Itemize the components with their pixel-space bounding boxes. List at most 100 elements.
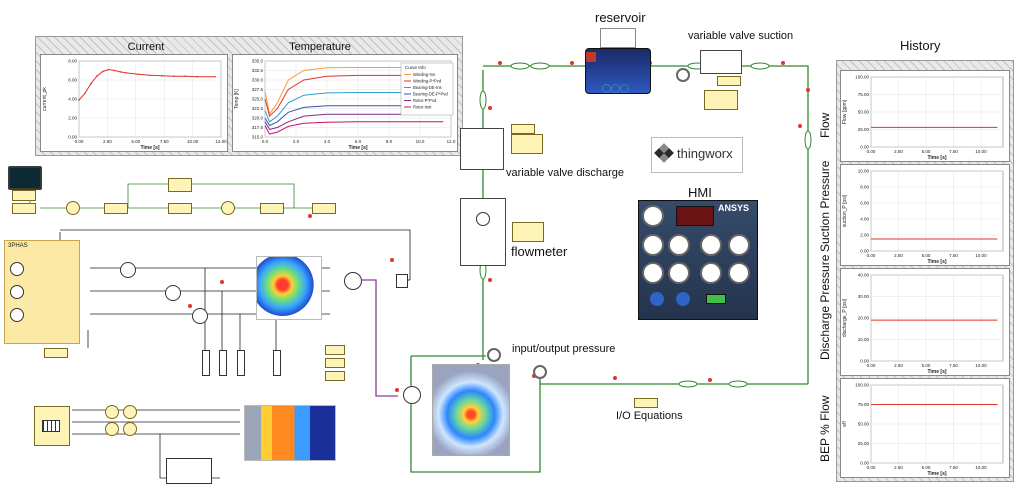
discharge-table-block[interactable]	[511, 134, 543, 154]
x-tick-label: 7.50	[949, 363, 958, 368]
source-equation-block[interactable]	[44, 348, 68, 358]
sum-node-5[interactable]	[105, 422, 119, 436]
average-block-3[interactable]	[325, 371, 345, 381]
y-tick-label: 0.00	[68, 135, 77, 140]
gain-block-3[interactable]	[260, 203, 284, 214]
average-block-2[interactable]	[325, 358, 345, 368]
hmi-fan-icon-1	[650, 292, 664, 306]
x-axis-label: Time [s]	[140, 145, 159, 151]
flowmeter-table-block[interactable]	[512, 222, 544, 242]
torque-sensor[interactable]	[344, 272, 362, 290]
sum-node-3[interactable]	[105, 405, 119, 419]
flowmeter-box[interactable]	[460, 198, 506, 266]
hmi-gauge-3[interactable]	[668, 234, 690, 256]
current-sensor-1[interactable]	[120, 262, 136, 278]
hmi-gauge-6[interactable]	[642, 262, 664, 284]
signal-block-1[interactable]	[12, 203, 36, 214]
variable-valve-discharge-label: variable valve discharge	[506, 167, 625, 179]
y-tick-label: 322.5	[252, 106, 264, 111]
sum-node-4[interactable]	[123, 405, 137, 419]
hmi-gauge-1[interactable]	[642, 205, 664, 227]
sum-node-6[interactable]	[123, 422, 137, 436]
x-tick-label: 2.50	[894, 253, 903, 258]
resistor-4	[273, 350, 281, 376]
x-tick-label: 2.50	[894, 149, 903, 154]
hmi-gauge-7[interactable]	[668, 262, 690, 284]
io-equations-label: I/O Equations	[616, 410, 683, 422]
sum-node-2[interactable]	[221, 201, 235, 215]
discharge-valve-box[interactable]	[460, 128, 504, 170]
suction-table-block[interactable]	[704, 90, 738, 110]
gain-block-1[interactable]	[104, 203, 128, 214]
data-point	[101, 70, 104, 73]
phase-c-source[interactable]	[10, 308, 24, 322]
limit-block[interactable]	[168, 178, 192, 192]
y-tick-label: 317.5	[252, 125, 264, 130]
temperature-chart-svg: 315.0317.5320.0322.5325.0327.5330.0332.5…	[234, 59, 456, 152]
x-tick-label: 2.50	[894, 363, 903, 368]
data-point	[119, 71, 122, 73]
pump-symbol[interactable]	[403, 386, 421, 404]
suction-valve-box[interactable]	[700, 50, 742, 74]
outlet-pressure-gauge[interactable]	[533, 365, 547, 379]
gain-block-2[interactable]	[168, 203, 192, 214]
current-sensor-3[interactable]	[192, 308, 208, 324]
inlet-pressure-gauge[interactable]	[487, 348, 501, 362]
current-sensor-2[interactable]	[165, 285, 181, 301]
signal-block-2[interactable]	[12, 190, 36, 201]
monitor-icon[interactable]	[8, 166, 42, 190]
hmi-gauge-9[interactable]	[728, 262, 750, 284]
x-tick-label: 10.00	[975, 149, 987, 154]
phase-a-source[interactable]	[10, 262, 24, 276]
x-tick-label: 6.0	[355, 139, 362, 144]
x-tick-label: 4.0	[324, 139, 331, 144]
suction-gauge[interactable]	[676, 68, 690, 82]
three-phase-label: 3PHAS	[8, 243, 28, 249]
y-tick-label: 100.00	[855, 75, 869, 80]
motor-cfd-image[interactable]	[244, 405, 336, 461]
ansys-logo: ANSYS	[718, 203, 750, 213]
hmi-alarm-panel	[676, 206, 714, 226]
pump-impeller-image[interactable]	[432, 364, 510, 456]
x-tick-label: 2.50	[103, 139, 112, 144]
hmi-gauge-2[interactable]	[642, 234, 664, 256]
hmi-label: HMI	[688, 185, 712, 200]
data-point	[161, 74, 163, 77]
motor-fea-image[interactable]	[256, 256, 322, 320]
y-tick-label: 4.00	[68, 97, 77, 102]
shaft-coupling[interactable]	[396, 274, 408, 288]
hmi-gauge-5[interactable]	[728, 234, 750, 256]
y-tick-label: 0.00	[860, 461, 869, 466]
hmi-status-button[interactable]	[706, 294, 726, 304]
y-axis-label: Temp [K]	[234, 89, 240, 109]
average-block-1[interactable]	[325, 345, 345, 355]
y-tick-label: 0.00	[860, 145, 869, 150]
steady-state-block[interactable]	[166, 458, 212, 484]
series-line	[264, 121, 444, 135]
legend-entry: Winding-Ins	[413, 72, 435, 77]
data-point	[125, 72, 128, 74]
hmi-gauge-8[interactable]	[700, 262, 722, 284]
y-tick-label: 25.00	[858, 127, 870, 132]
legend-entry: Rotor-P*Pvd	[413, 98, 437, 103]
data-point	[137, 73, 139, 76]
output-block[interactable]	[312, 203, 336, 214]
y-tick-label: 100.00	[855, 383, 869, 388]
suction-equation-block[interactable]	[717, 76, 741, 86]
hmi-gauge-4[interactable]	[700, 234, 722, 256]
legend-header: Curve Info	[405, 65, 426, 70]
discharge-equation-block[interactable]	[511, 124, 535, 134]
sum-node-1[interactable]	[66, 201, 80, 215]
phase-b-source[interactable]	[10, 285, 24, 299]
y-tick-label: 0.00	[860, 359, 869, 364]
io-equation-block[interactable]	[634, 398, 658, 408]
